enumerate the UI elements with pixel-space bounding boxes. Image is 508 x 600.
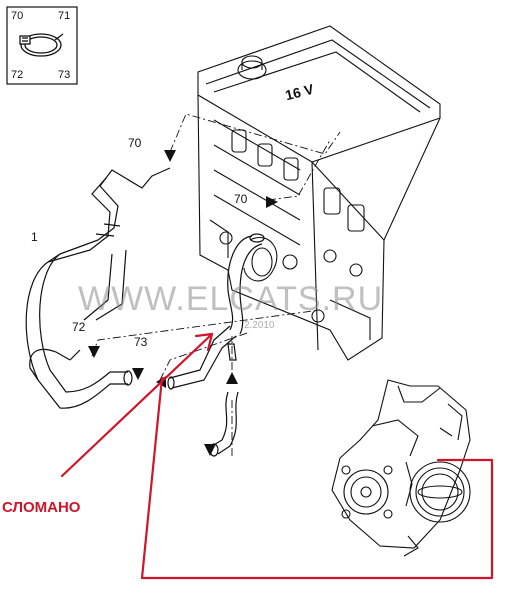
arrow-down-icon bbox=[204, 444, 216, 456]
throttle-body bbox=[331, 379, 471, 557]
annotation-arrow-head bbox=[194, 332, 214, 352]
guide-lines bbox=[91, 113, 341, 456]
callout-clamp-upper: 70 bbox=[128, 136, 142, 150]
coolant-hose-lower bbox=[167, 325, 237, 390]
coolant-hose-small bbox=[209, 343, 239, 457]
arrow-down-icon bbox=[132, 368, 144, 380]
broken-label: СЛОМАНО bbox=[2, 499, 81, 516]
clamp-icon bbox=[19, 33, 64, 57]
watermark-date: 2.2010 bbox=[244, 320, 275, 331]
coolant-hose-upper bbox=[227, 233, 265, 335]
arrow-left-icon bbox=[266, 196, 278, 208]
callout-clamp-lower: 73 bbox=[134, 335, 148, 349]
arrow-down-icon bbox=[88, 346, 100, 358]
callout-clamp-left: 72 bbox=[72, 320, 86, 334]
legend-number-72: 72 bbox=[11, 69, 24, 81]
legend-number-73: 73 bbox=[58, 69, 71, 81]
arrow-up-icon bbox=[164, 150, 176, 162]
engine-block bbox=[197, 25, 441, 361]
legend-number-70: 70 bbox=[11, 10, 24, 22]
clamp-legend bbox=[6, 6, 78, 85]
legend-number-71: 71 bbox=[58, 10, 71, 22]
watermark: WWW.ELCATS.RU bbox=[78, 280, 384, 318]
callout-hose-main: 1 bbox=[31, 230, 38, 244]
coolant-hose-main bbox=[25, 167, 171, 409]
callout-clamp-middle: 70 bbox=[234, 192, 248, 206]
arrow-up-icon bbox=[226, 372, 238, 384]
annotation-connector bbox=[140, 376, 494, 580]
annotation-arrow bbox=[60, 332, 214, 478]
